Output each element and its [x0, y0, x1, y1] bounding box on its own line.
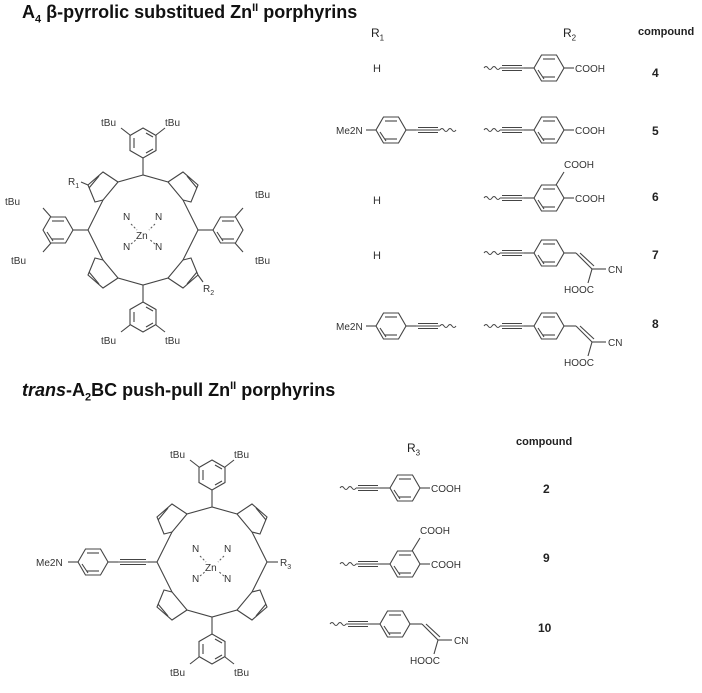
r3-position-label: R3: [280, 558, 291, 571]
cn-label: CN: [454, 636, 468, 647]
tbu-label: tBu: [165, 336, 180, 347]
compound-number: 5: [652, 124, 659, 138]
me2n-label: Me2N: [36, 558, 63, 569]
r3-cyanoacrylic-row10: CN HOOC: [329, 610, 468, 667]
r3-phthalic-row9: COOH COOH: [339, 526, 461, 578]
r2-phthalic-row6: COOH COOH: [483, 160, 605, 212]
nitrogen-label: N: [192, 544, 199, 555]
r2-position-label: R2: [203, 284, 214, 297]
r1-position-label: R1: [68, 177, 79, 190]
r2-benzoic-row5: COOH: [483, 116, 605, 144]
nitrogen-label: N: [123, 242, 130, 253]
cooh-label: COOH: [564, 160, 594, 171]
r3-benzoic-row2: COOH: [339, 474, 461, 502]
compound-number: 7: [652, 248, 659, 262]
tbu-label: tBu: [255, 190, 270, 201]
compound-number: 9: [543, 551, 550, 565]
porphyrin-a4-structure: N N N N Zn R1 R2 tBu tBu tBu tBu tBu: [5, 118, 270, 347]
cooh-label: COOH: [575, 194, 605, 205]
tbu-label: tBu: [234, 668, 249, 679]
compound-number: 10: [538, 621, 552, 635]
section2-title: trans-A2BC push-pull ZnII porphyrins: [22, 380, 336, 404]
column-header-compound: compound: [638, 26, 695, 38]
column-header-r3: R3: [407, 441, 421, 458]
compound-number: 2: [543, 482, 550, 496]
r1-dimethylaminophenyl-ethynyl-row5: Me2N: [336, 116, 457, 144]
me2n-label: Me2N: [336, 126, 363, 137]
hooc-label: HOOC: [564, 358, 594, 369]
nitrogen-label: N: [192, 574, 199, 585]
r1-dimethylaminophenyl-ethynyl-row8: Me2N: [336, 312, 457, 340]
nitrogen-label: N: [224, 544, 231, 555]
cooh-label: COOH: [420, 526, 450, 537]
column-header-r2: R2: [563, 26, 577, 43]
zinc-label: Zn: [136, 231, 148, 242]
r2-cyanoacrylic-row8: CN HOOC: [483, 312, 622, 369]
tbu-label: tBu: [170, 668, 185, 679]
cooh-label: COOH: [431, 560, 461, 571]
tbu-label: tBu: [101, 118, 116, 129]
nitrogen-label: N: [123, 212, 130, 223]
hooc-label: HOOC: [410, 656, 440, 667]
tbu-label: tBu: [170, 450, 185, 461]
tbu-label: tBu: [101, 336, 116, 347]
compound-number: 6: [652, 190, 659, 204]
nitrogen-label: N: [224, 574, 231, 585]
nitrogen-label: N: [155, 212, 162, 223]
tbu-label: tBu: [165, 118, 180, 129]
tbu-label: tBu: [255, 256, 270, 267]
porphyrin-trans-a2bc-structure: N N N N Zn R3 tBu tBu tBu tBu Me2N: [36, 450, 291, 679]
tbu-label: tBu: [11, 256, 26, 267]
cn-label: CN: [608, 265, 622, 276]
compound-number: 8: [652, 317, 659, 331]
cn-label: CN: [608, 338, 622, 349]
section1-title: A4 β-pyrrolic substitued ZnII porphyrins: [22, 2, 358, 26]
column-header-r1: R1: [371, 26, 385, 43]
hooc-label: HOOC: [564, 285, 594, 296]
compound-number: 4: [652, 66, 659, 80]
tbu-label: tBu: [5, 197, 20, 208]
cooh-label: COOH: [575, 126, 605, 137]
r2-benzoic-row4: COOH: [483, 54, 605, 82]
cooh-label: COOH: [575, 64, 605, 75]
r2-cyanoacrylic-row7: CN HOOC: [483, 239, 622, 296]
cooh-label: COOH: [431, 484, 461, 495]
r1-value: H: [373, 63, 381, 75]
zinc-label: Zn: [205, 563, 217, 574]
tbu-label: tBu: [234, 450, 249, 461]
column-header-compound-2: compound: [516, 436, 573, 448]
r1-value: H: [373, 195, 381, 207]
me2n-label: Me2N: [336, 322, 363, 333]
nitrogen-label: N: [155, 242, 162, 253]
r1-value: H: [373, 250, 381, 262]
